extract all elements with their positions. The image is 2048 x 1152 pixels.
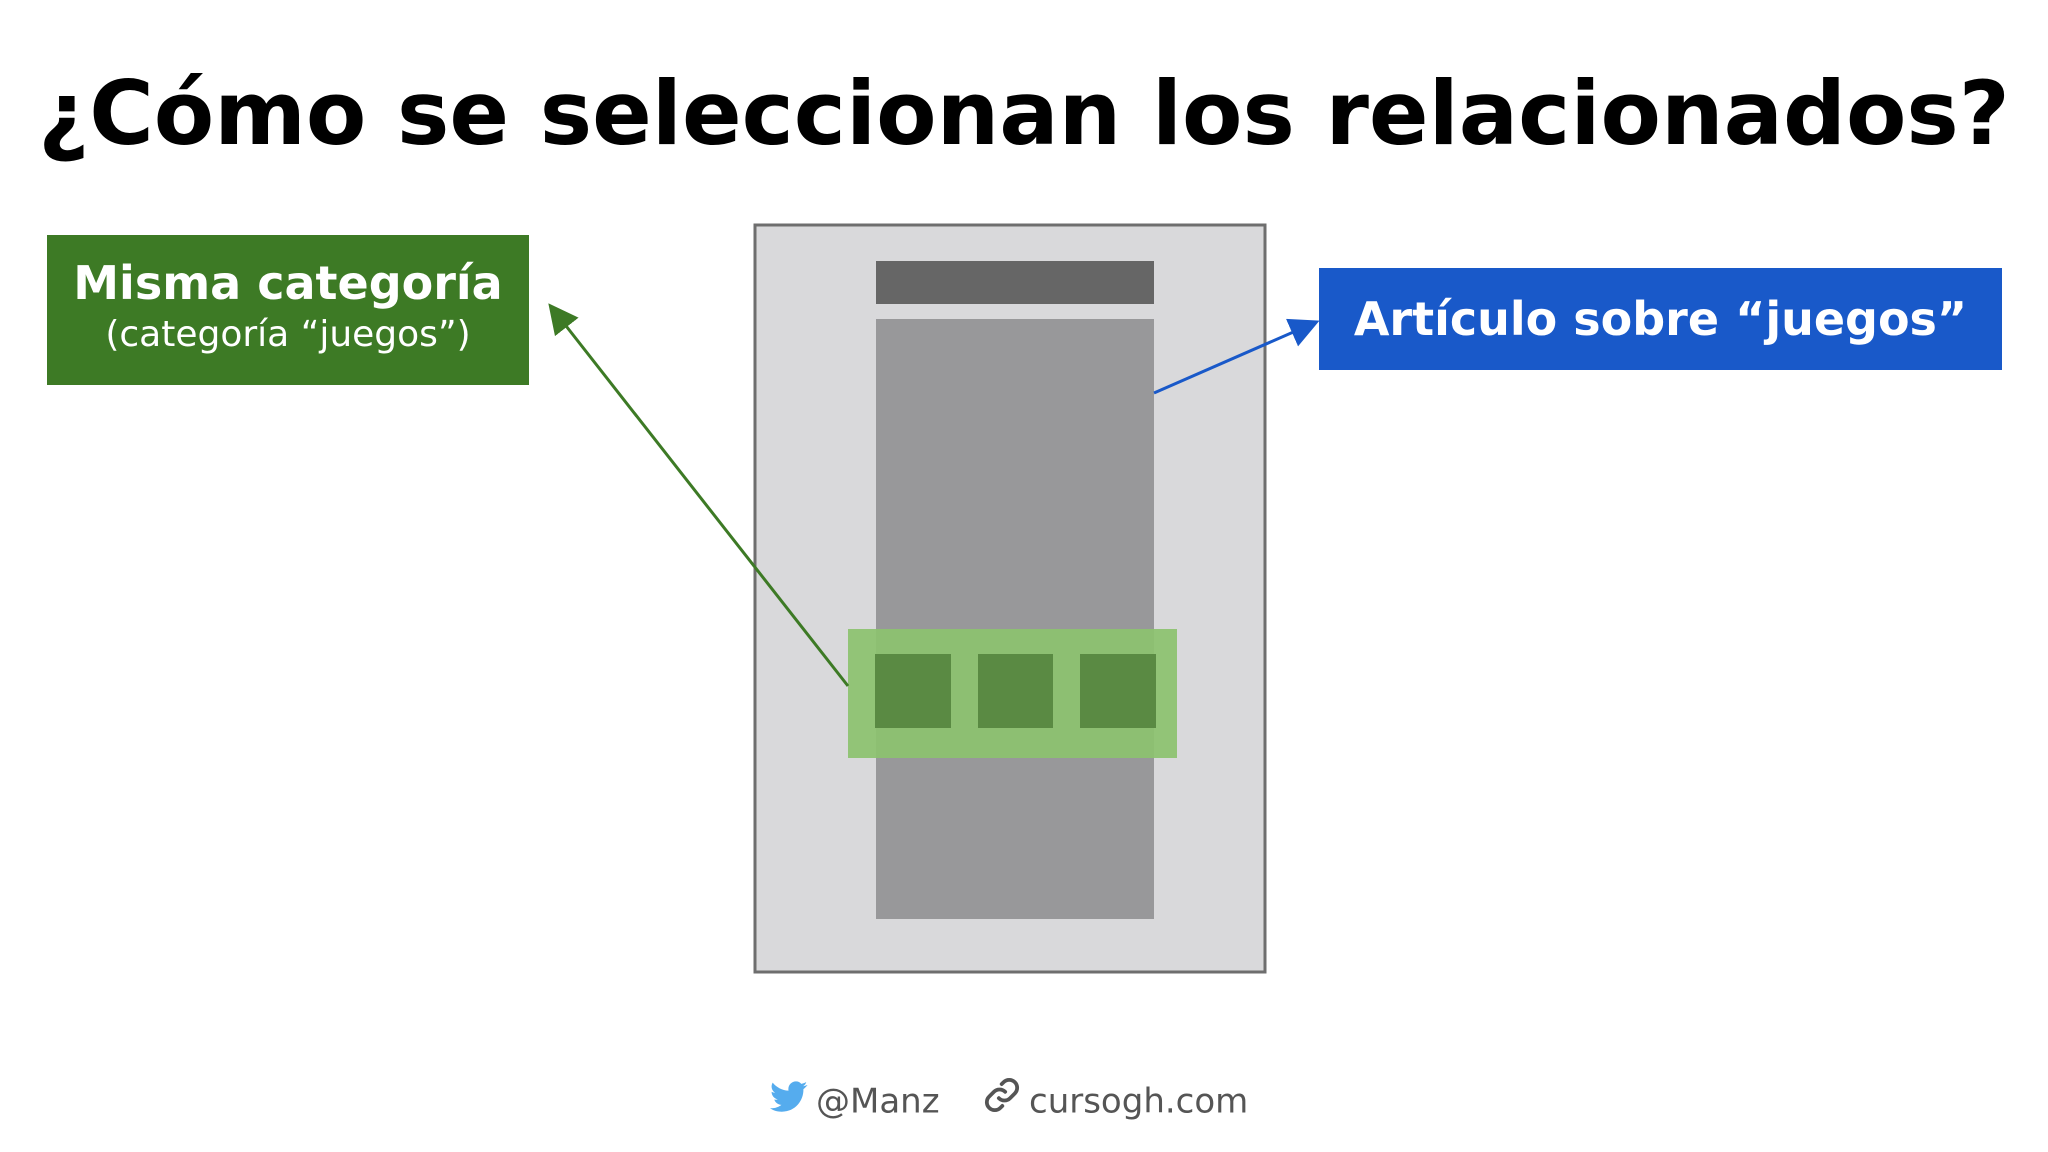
twitter-handle: @Manz — [816, 1081, 940, 1122]
related-article-3 — [1080, 654, 1156, 728]
article-header-bar — [876, 261, 1154, 304]
same-category-title: Misma categoría — [73, 256, 503, 310]
green-arrow — [548, 303, 850, 687]
footer-site: cursogh.com — [983, 1075, 1248, 1125]
link-icon — [983, 1076, 1021, 1128]
same-category-label: Misma categoría (categoría “juegos”) — [47, 235, 529, 385]
same-category-subtitle: (categoría “juegos”) — [105, 314, 471, 355]
footer-twitter: @Manz — [770, 1075, 940, 1125]
slide-title: ¿Cómo se seleccionan los relacionados? — [38, 62, 2010, 165]
related-article-2 — [978, 654, 1053, 728]
blue-arrow — [1153, 318, 1320, 395]
article-body — [876, 319, 1154, 919]
twitter-bird-icon — [770, 1077, 808, 1127]
related-article-1 — [875, 654, 951, 728]
site-url: cursogh.com — [1029, 1081, 1249, 1122]
article-label: Artículo sobre “juegos” — [1319, 268, 2002, 370]
